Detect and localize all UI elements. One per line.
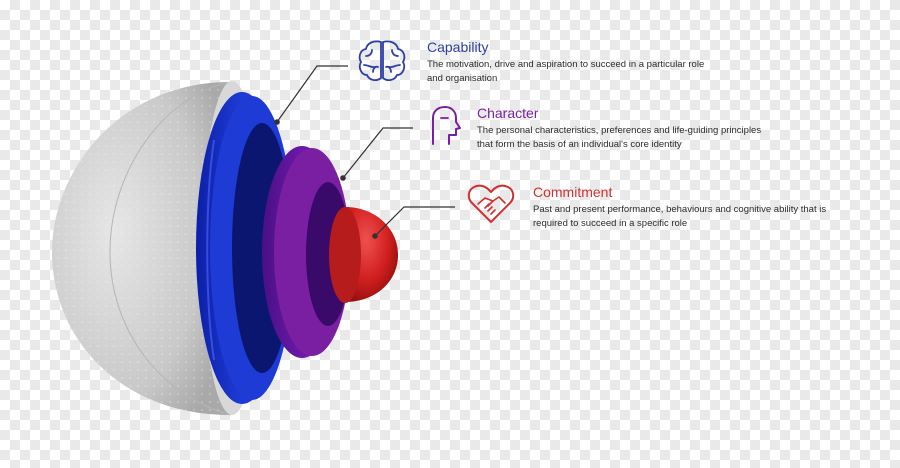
commitment-core	[329, 207, 398, 303]
brain-icon	[358, 40, 406, 82]
capability-description-line-2: and organisation	[427, 73, 498, 84]
head-profile-icon	[432, 106, 461, 145]
commitment-title: Commitment	[533, 184, 613, 200]
heart-handshake-icon	[467, 184, 515, 223]
character-description-line-1: The personal characteristics, preference…	[477, 125, 762, 136]
commitment-description-line-2: required to succeed in a specific role	[533, 218, 688, 229]
capability-pointer	[276, 65, 348, 123]
character-title: Character	[477, 105, 539, 121]
character-layer	[262, 146, 350, 358]
commitment-description-line-1: Past and present performance, behaviours…	[533, 204, 827, 215]
character-description-line-2: that form the basis of an individual's c…	[477, 139, 682, 150]
pointer-lines	[274, 65, 455, 239]
character-pointer	[342, 127, 413, 179]
capability-description-line-1: The motivation, drive and aspiration to …	[427, 59, 705, 70]
commitment-pointer	[374, 206, 455, 237]
capability-title: Capability	[427, 39, 489, 55]
